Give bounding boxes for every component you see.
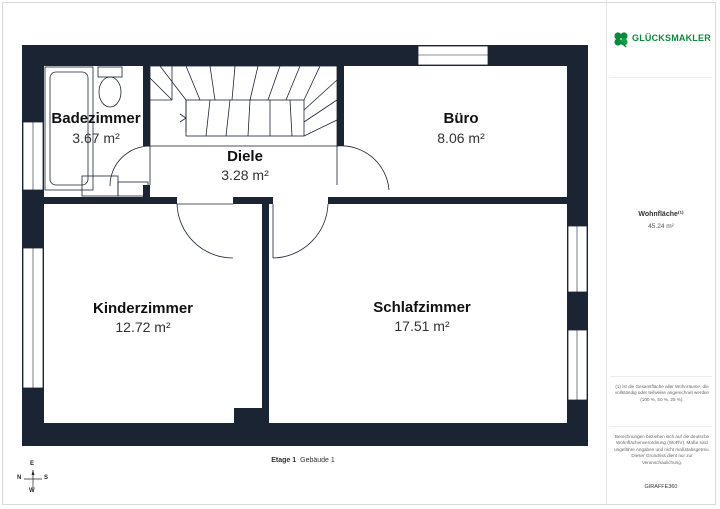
wall-stair-buero bbox=[337, 66, 344, 146]
giraffe360-brand: GIRAFFE360 bbox=[644, 484, 678, 490]
floor-name: Etage 1 bbox=[271, 457, 297, 464]
room-area-badezimmer: 3.67 m² bbox=[72, 130, 120, 146]
disclaimer-text: Berechnungen beziehen sich auf die deuts… bbox=[614, 434, 710, 465]
brand-name: GLÜCKSMAKLER bbox=[632, 33, 711, 43]
room-name-schlafzimmer: Schlafzimmer bbox=[373, 299, 471, 316]
compass-icon bbox=[24, 470, 42, 488]
wall-top bbox=[22, 45, 588, 66]
room-area-schlafzimmer: 17.51 m² bbox=[394, 318, 450, 334]
room-name-badezimmer: Badezimmer bbox=[51, 110, 141, 127]
sidebar-divider bbox=[610, 376, 712, 377]
info-sidebar bbox=[606, 0, 717, 505]
compass-w: W bbox=[29, 488, 35, 494]
window-right-1 bbox=[567, 225, 588, 293]
door-buero bbox=[336, 145, 390, 191]
room-name-kinderzimmer: Kinderzimmer bbox=[92, 300, 194, 317]
room-area-buero: 8.06 m² bbox=[437, 130, 485, 146]
door-schlaf bbox=[272, 203, 329, 259]
wall-kinder-schlaf bbox=[262, 197, 269, 446]
wall-bad-bottom bbox=[143, 185, 150, 204]
sink bbox=[81, 175, 119, 197]
floor-plan: Badezimmer 3.67 m² Diele 3.28 m² Büro 8.… bbox=[0, 45, 606, 495]
compass-n: N bbox=[17, 475, 22, 481]
clover-icon bbox=[614, 32, 628, 48]
wohnflaeche-label: Wohnfläche⁽¹⁾ bbox=[638, 211, 684, 218]
page-frame bbox=[2, 2, 716, 505]
bathtub bbox=[44, 66, 94, 191]
door-kinder bbox=[176, 203, 234, 259]
wall-middle-horizontal-center bbox=[233, 197, 273, 204]
wall-middle-horizontal-right bbox=[328, 197, 588, 204]
compass-e: E bbox=[30, 461, 35, 467]
wohnflaeche-value: 45.24 m² bbox=[648, 223, 674, 230]
wall-stub bbox=[234, 408, 262, 423]
building-name: Gebäude 1 bbox=[300, 457, 335, 464]
compass: E N S W bbox=[16, 461, 50, 495]
toilet-bowl bbox=[98, 76, 122, 108]
window-right-2 bbox=[567, 329, 588, 401]
sidebar-divider bbox=[610, 77, 712, 78]
door-bad bbox=[109, 145, 151, 187]
room-name-buero: Büro bbox=[443, 110, 479, 127]
room-area-diele: 3.28 m² bbox=[221, 167, 269, 183]
footnote-definition: (1) ist die Gesamtfläche aller Wohnräume… bbox=[614, 384, 710, 402]
wall-bottom bbox=[22, 423, 588, 446]
floor-plan-drawing bbox=[22, 45, 588, 446]
room-name-diele: Diele bbox=[227, 148, 263, 165]
wall-middle-horizontal bbox=[22, 197, 177, 204]
toilet-tank bbox=[97, 66, 123, 78]
room-area-kinderzimmer: 12.72 m² bbox=[115, 319, 171, 335]
wall-bad-stair bbox=[143, 66, 150, 146]
sidebar-divider bbox=[610, 426, 712, 427]
compass-s: S bbox=[44, 475, 49, 481]
brand-logo: GLÜCKSMAKLER bbox=[612, 30, 712, 48]
staircase bbox=[149, 65, 338, 147]
window-top-buero bbox=[417, 45, 489, 66]
